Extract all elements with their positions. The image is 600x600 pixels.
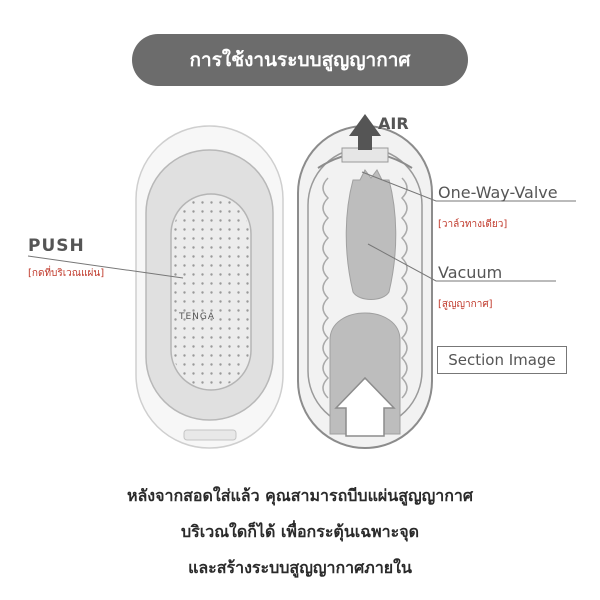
title-text: การใช้งานระบบสูญญากาศ xyxy=(189,49,411,71)
caption-line-3: และสร้างระบบสูญญากาศภายใน xyxy=(188,558,412,577)
vacuum-leader-line xyxy=(367,243,556,282)
caption-line-1: หลังจากสอดใส่แล้ว คุณสามารถบีบแผ่นสูญญาก… xyxy=(126,486,474,505)
section-view xyxy=(297,114,433,449)
valve-label: One-Way-Valve xyxy=(438,183,558,202)
vacuum-sublabel: [สูญญากาศ] xyxy=(438,299,493,310)
section-image-label: Section Image xyxy=(448,351,556,369)
vacuum-label: Vacuum xyxy=(438,263,503,282)
push-label: PUSH xyxy=(28,236,85,256)
caption-line-2: บริเวณใดก็ได้ เพื่อกระตุ้นเฉพาะจุด xyxy=(180,522,420,541)
air-label: AIR xyxy=(378,114,409,133)
title-banner: การใช้งานระบบสูญญากาศ xyxy=(132,34,468,86)
push-sublabel: [กดที่บริเวณแผ่น] xyxy=(28,268,105,279)
valve-sublabel: [วาล์วทางเดียว] xyxy=(438,219,508,230)
section-image-box: Section Image xyxy=(437,346,567,374)
push-leader-line xyxy=(27,255,184,279)
brand-logo: TENGA xyxy=(178,312,216,322)
valve-leader-line xyxy=(361,171,576,202)
product-front-view xyxy=(135,125,284,449)
